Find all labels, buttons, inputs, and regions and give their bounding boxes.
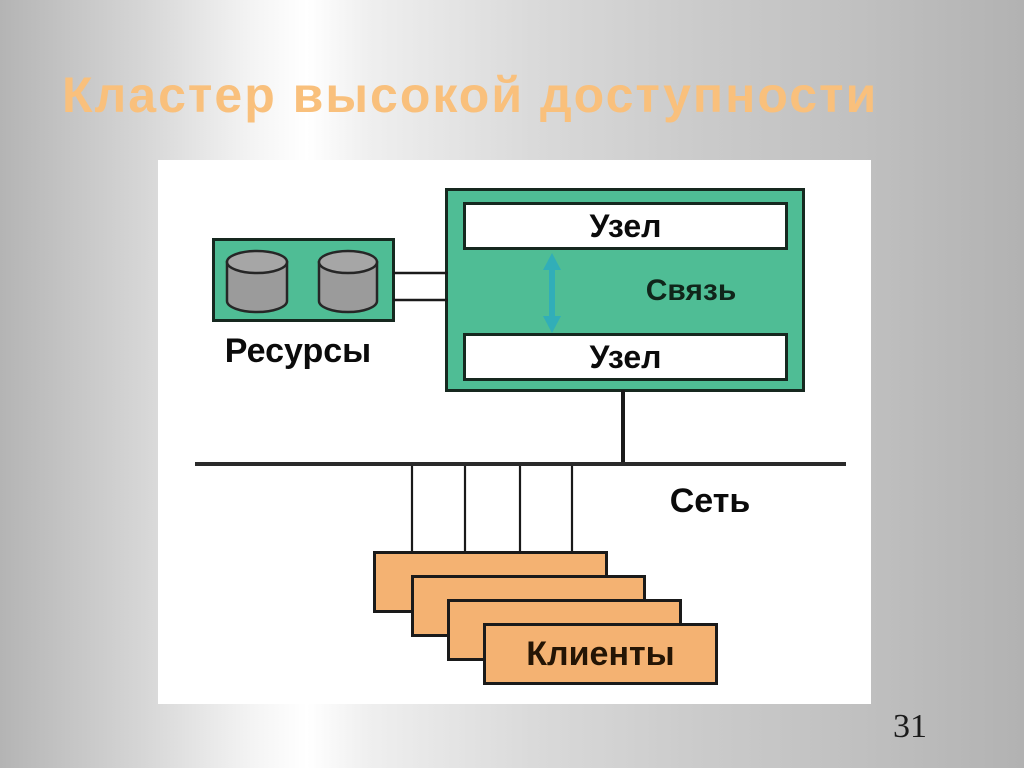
node-top-label: Узел [589,207,662,244]
clients-label: Клиенты [526,634,675,673]
page-number: 31 [893,708,927,745]
client-box-4: Клиенты [483,623,718,685]
resources-box [212,238,395,322]
diagram-panel: Ресурсы Узел Узел Связь Сеть Клиенты [158,160,871,704]
network-label: Сеть [669,482,751,520]
slide-title: Кластер высокой доступности [62,67,879,123]
node-box-top: Узел [463,202,788,250]
node-box-bottom: Узел [463,333,788,381]
link-label: Связь [645,274,737,307]
resources-label: Ресурсы [224,332,372,370]
node-bottom-label: Узел [589,338,662,375]
